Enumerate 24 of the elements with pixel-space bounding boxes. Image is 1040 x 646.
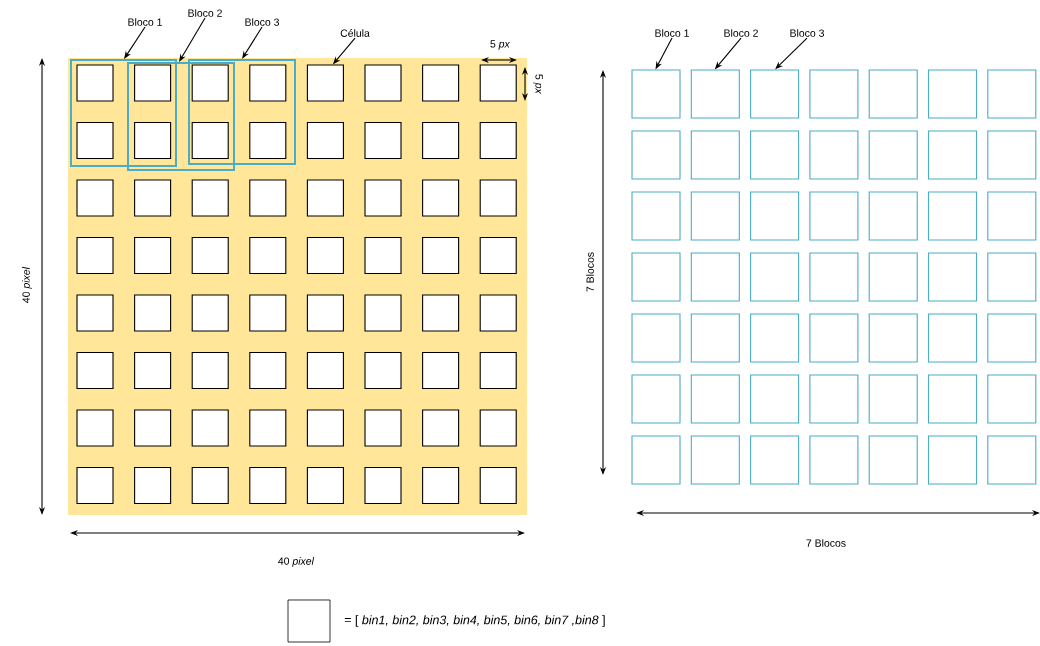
dimension-label: 7 Blocos (586, 252, 594, 292)
block-cell (690, 69, 740, 119)
callout-label: Célula (340, 29, 370, 37)
dimension-label: 5 px (490, 40, 511, 50)
leader-line (124, 26, 146, 59)
block-outline (127, 62, 235, 171)
dimension-label: 7 Blocos (806, 539, 846, 547)
leader-line (179, 17, 206, 62)
callout-label: Bloco 3 (245, 18, 279, 26)
block-cell (631, 69, 681, 119)
block-outline (188, 59, 296, 165)
legend-text: = [ bin1, bin2, bin3, bin4, bin5, bin6, bin7 ,bin8 ] (344, 615, 605, 627)
block-outline (70, 59, 177, 167)
dimension-label: 40 pixel (278, 557, 315, 567)
cell (306, 64, 344, 102)
dimension-label: 40 pixel (22, 266, 32, 303)
leader-line (242, 26, 263, 59)
callout-label: Bloco 1 (128, 18, 162, 26)
callout-label: Bloco 2 (188, 9, 222, 17)
callout-label: Bloco 3 (790, 29, 824, 37)
callout-label: Bloco 1 (655, 29, 689, 37)
callout-label: Bloco 2 (724, 29, 758, 37)
block-cell (750, 69, 800, 119)
dimension-label: 5 px (533, 74, 543, 95)
